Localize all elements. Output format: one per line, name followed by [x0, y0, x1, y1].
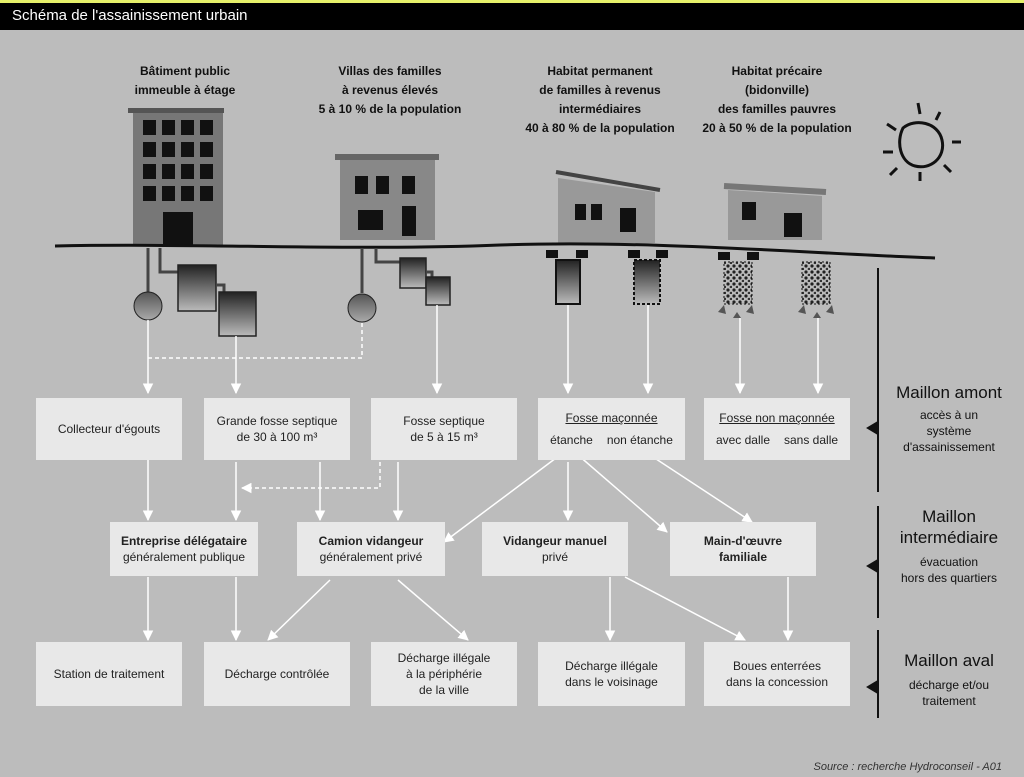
box-grande-fosse: Grande fosse septique de 30 à 100 m³ — [204, 398, 350, 460]
box-label: Camion vidangeur — [318, 534, 424, 548]
box-fosse-maconnee: Fosse maçonnée étanche non étanche — [538, 398, 685, 460]
box-label: privé — [541, 550, 568, 564]
maillon-desc: décharge et/ou — [908, 678, 990, 692]
box-label: Fosse septique — [403, 414, 485, 428]
box-label: Fosse non maçonnée — [719, 411, 835, 425]
header-precaire: Habitat précaire (bidonville) des famill… — [692, 62, 862, 138]
villa-icon — [335, 154, 439, 240]
box-label: de la ville — [418, 683, 470, 697]
public-building-icon — [128, 108, 224, 245]
header-permanent: Habitat permanent de familles à revenus … — [515, 62, 685, 138]
box-decharge-illegale-voisinage: Décharge illégale dans le voisinage — [538, 642, 685, 706]
box-label: dans la concession — [725, 675, 829, 689]
header-line: Habitat permanent — [547, 64, 653, 78]
header-line: Villas des familles — [338, 64, 442, 78]
header-line: Habitat précaire — [731, 64, 823, 78]
box-decharge-illegale-peripherie: Décharge illégale à la périphérie de la … — [371, 642, 517, 706]
box-main-oeuvre: Main-d'œuvre familiale — [670, 522, 816, 576]
box-label: généralement publique — [122, 550, 246, 564]
maillon-title: Maillon aval — [904, 651, 994, 670]
maillon-title: Maillon — [922, 507, 976, 526]
header-line: intermédiaires — [558, 102, 642, 116]
box-label: généralement privé — [319, 550, 423, 564]
maillon-desc: système — [926, 424, 972, 438]
header-line: de familles à revenus — [539, 83, 661, 97]
precarious-house-icon — [723, 183, 827, 240]
box-collecteur: Collecteur d'égouts — [36, 398, 182, 460]
box-label: avec dalle — [715, 433, 770, 447]
box-label: de 30 à 100 m³ — [236, 430, 318, 444]
box-label: Décharge illégale — [397, 651, 491, 665]
flow-arrows — [142, 305, 824, 642]
box-row: étanche non étanche — [550, 432, 673, 448]
diagram-title: Schéma de l'assainissement urbain — [12, 7, 248, 24]
box-fosse-septique: Fosse septique de 5 à 15 m³ — [371, 398, 517, 460]
box-label: Main-d'œuvre — [703, 534, 783, 548]
septic-tank-icon — [158, 248, 451, 337]
box-label: Vidangeur manuel — [503, 534, 607, 548]
box-label: Entreprise délégataire — [120, 534, 248, 548]
header-line: immeuble à étage — [134, 83, 236, 97]
ground-line — [54, 242, 936, 260]
box-label: de 5 à 15 m³ — [410, 430, 478, 444]
sewer-connection-icon — [133, 248, 377, 323]
box-label: Boues enterrées — [732, 659, 822, 673]
source-note: Source : recherche Hydroconseil - A01 — [813, 761, 1002, 773]
maillon-desc: traitement — [922, 694, 976, 708]
maillon-amont-label: Maillon amont accès à un système d'assai… — [880, 382, 1018, 455]
box-label: Grande fosse septique — [216, 414, 338, 428]
maillon-desc: accès à un — [919, 408, 979, 422]
box-label: sans dalle — [784, 433, 839, 447]
maillon-aval-label: Maillon aval décharge et/ou traitement — [880, 650, 1018, 709]
header-line: (bidonville) — [745, 83, 809, 97]
maillon-intermediaire-label: Maillon intermédiaire évacuation hors de… — [880, 506, 1018, 586]
box-label: Collecteur d'égouts — [57, 422, 161, 436]
box-vidangeur: Vidangeur manuel privé — [482, 522, 628, 576]
box-label: non étanche — [606, 433, 673, 447]
maillon-brackets — [866, 268, 879, 718]
box-label: Décharge contrôlée — [224, 667, 330, 681]
maillon-desc: hors des quartiers — [900, 571, 998, 585]
permanent-house-icon — [555, 170, 661, 243]
box-entreprise: Entreprise délégataire généralement publ… — [110, 522, 258, 576]
header-villas: Villas des familles à revenus élevés 5 à… — [305, 62, 475, 119]
box-label: Décharge illégale — [565, 659, 658, 673]
box-label: dans le voisinage — [565, 675, 658, 689]
dashed-connectors — [148, 322, 381, 494]
box-decharge-controlee: Décharge contrôlée — [204, 642, 350, 706]
maillon-desc: évacuation — [919, 555, 979, 569]
header-line: des familles pauvres — [717, 102, 837, 116]
box-label: familiale — [718, 550, 768, 564]
masonry-pit-icon — [546, 250, 668, 305]
box-label: à la périphérie — [405, 667, 483, 681]
box-label: Fosse maçonnée — [565, 411, 658, 425]
header-line: à revenus élevés — [341, 83, 439, 97]
sun-icon — [883, 102, 961, 181]
maillon-title: Maillon amont — [896, 383, 1002, 402]
maillon-desc: d'assainissement — [903, 440, 995, 454]
box-camion: Camion vidangeur généralement privé — [297, 522, 445, 576]
box-row: avec dalle sans dalle — [716, 432, 838, 448]
header-public: Bâtiment public immeuble à étage — [110, 62, 260, 100]
gravel-pit-icon — [718, 252, 834, 318]
box-label: étanche — [550, 433, 593, 447]
header-line: 5 à 10 % de la population — [318, 102, 462, 116]
header-line: 20 à 50 % de la population — [702, 121, 852, 135]
title-bar: Schéma de l'assainissement urbain — [0, 0, 1024, 30]
header-line: Bâtiment public — [139, 64, 230, 78]
box-label: Station de traitement — [53, 667, 165, 681]
maillon-title: intermédiaire — [899, 528, 999, 547]
box-fosse-non-maconnee: Fosse non maçonnée avec dalle sans dalle — [704, 398, 850, 460]
header-line: 40 à 80 % de la population — [525, 121, 675, 135]
box-boues-enterrees: Boues enterrées dans la concession — [704, 642, 850, 706]
box-station: Station de traitement — [36, 642, 182, 706]
